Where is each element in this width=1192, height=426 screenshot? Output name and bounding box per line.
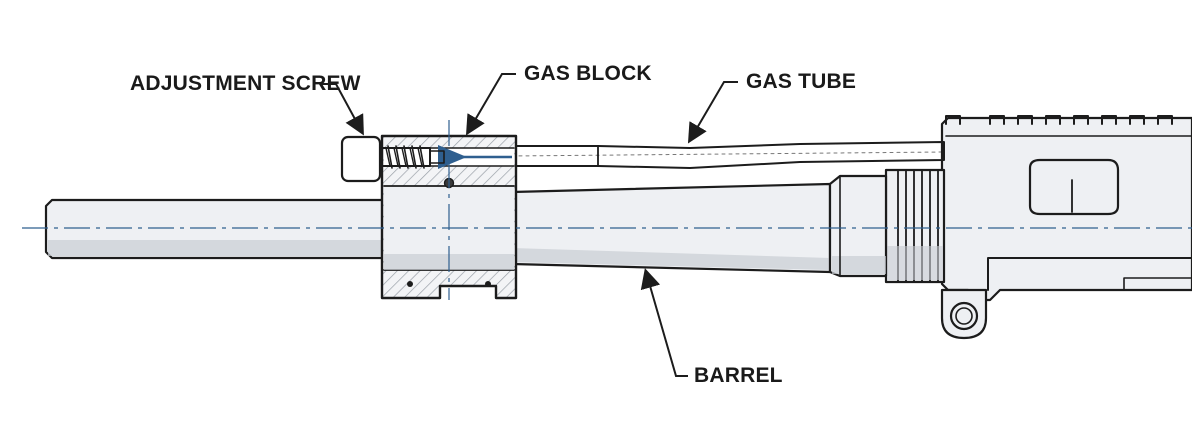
picatinny-rail <box>945 115 1192 137</box>
threaded-port <box>387 145 425 169</box>
upper-receiver <box>940 115 1192 340</box>
svg-text:ADJUSTMENT SCREW: ADJUSTMENT SCREW <box>130 72 361 95</box>
barrel <box>44 174 888 278</box>
svg-text:GAS TUBE: GAS TUBE <box>746 70 856 93</box>
barrel-nut <box>884 168 946 284</box>
label-adjustment-screw: ADJUSTMENT SCREW <box>130 72 364 136</box>
svg-text:BARREL: BARREL <box>694 364 783 387</box>
label-barrel: BARREL <box>640 268 783 387</box>
label-gas-tube: GAS TUBE <box>687 70 856 144</box>
svg-text:GAS BLOCK: GAS BLOCK <box>524 62 652 85</box>
front-pivot-lug <box>940 288 988 340</box>
gas-tube <box>511 141 945 169</box>
receiver-window <box>1028 158 1120 216</box>
label-gas-block: GAS BLOCK <box>465 62 652 136</box>
adjustment-screw <box>340 135 445 183</box>
